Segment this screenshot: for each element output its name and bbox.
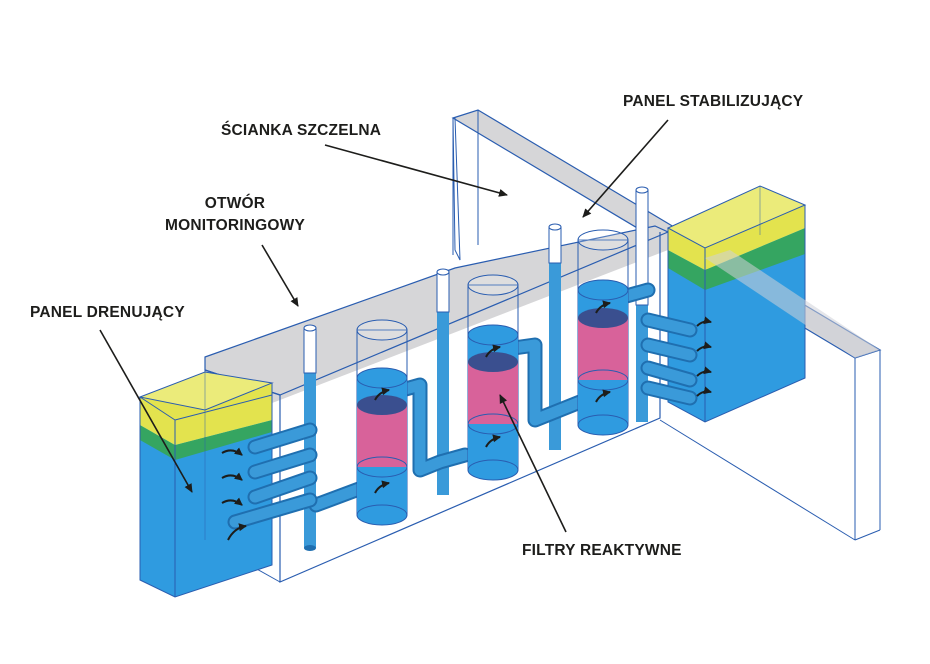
label-otwor-line2: MONITORINGOWY bbox=[164, 217, 306, 234]
reactive-filter-1 bbox=[356, 319, 408, 526]
flow-arrows bbox=[221, 300, 712, 541]
label-otwor-line1: OTWÓR bbox=[204, 195, 266, 212]
leader-lines bbox=[99, 119, 669, 533]
label-filtry-reaktywne: FILTRY REAKTYWNE bbox=[522, 542, 682, 559]
reactive-filters bbox=[356, 229, 629, 526]
leader-panel-stabilizujacy bbox=[582, 119, 669, 218]
stabilizing-panel bbox=[666, 185, 880, 423]
leader-filtry-reaktywne bbox=[499, 394, 567, 533]
leader-otwor-monitoringowy bbox=[261, 244, 299, 307]
label-panel-stabilizujacy: PANEL STABILIZUJĄCY bbox=[623, 93, 804, 110]
draining-panel bbox=[138, 371, 274, 598]
label-panel-drenujacy: PANEL DRENUJĄCY bbox=[30, 304, 185, 321]
label-scianka-szczelna: ŚCIANKA SZCZELNA bbox=[221, 122, 382, 139]
leader-panel-drenujacy bbox=[99, 329, 193, 493]
reactive-filter-3 bbox=[577, 229, 629, 436]
reactive-filter-2 bbox=[467, 274, 519, 481]
leader-scianka-szczelna bbox=[324, 144, 508, 197]
